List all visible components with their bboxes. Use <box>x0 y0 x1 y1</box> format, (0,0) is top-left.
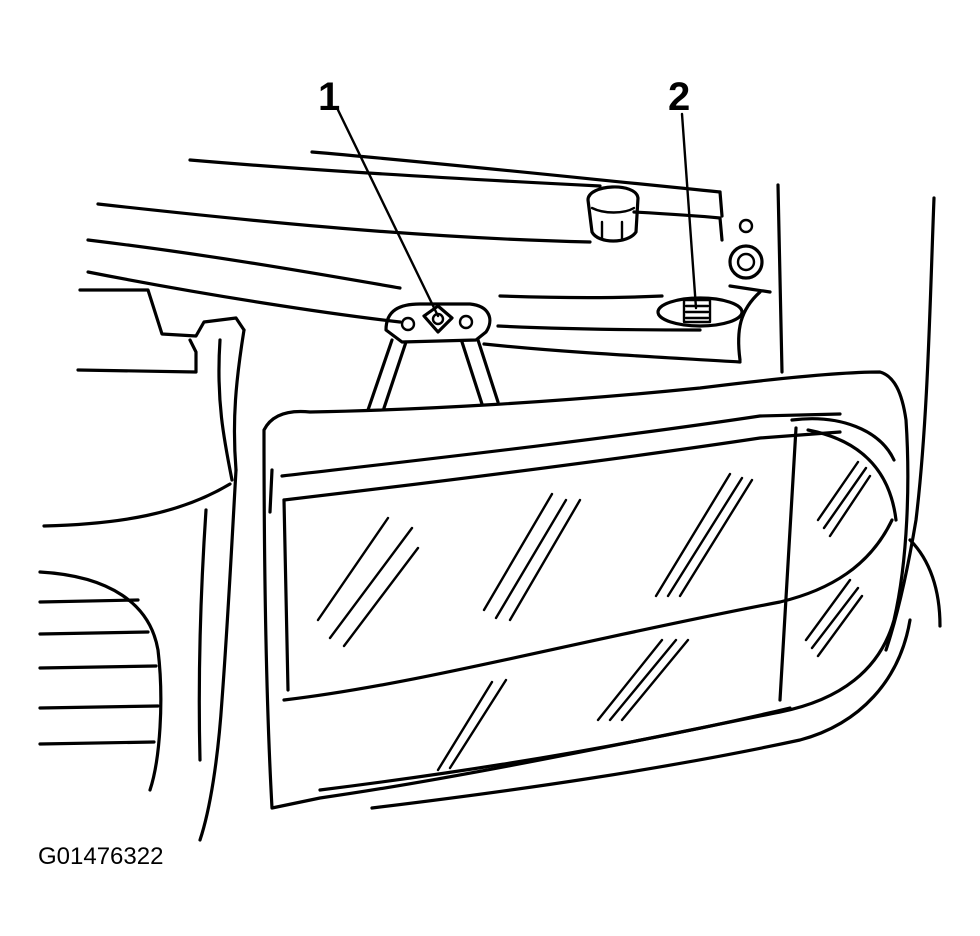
panel-cap <box>586 185 640 243</box>
callout-leader-1 <box>336 108 440 318</box>
figure-id: G01476322 <box>38 843 163 870</box>
side-hardware <box>656 218 764 328</box>
body-panel-lines <box>86 150 784 374</box>
right-fender <box>884 196 942 652</box>
headlamp-assembly <box>262 370 912 810</box>
lens-hatching <box>316 460 872 772</box>
callout-leaders <box>336 108 698 318</box>
callout-leader-2 <box>680 112 698 310</box>
callout-label-1: 1 <box>318 75 340 119</box>
upper-bracket <box>366 302 500 412</box>
callout-label-2: 2 <box>668 75 690 119</box>
left-fascia <box>38 288 246 842</box>
